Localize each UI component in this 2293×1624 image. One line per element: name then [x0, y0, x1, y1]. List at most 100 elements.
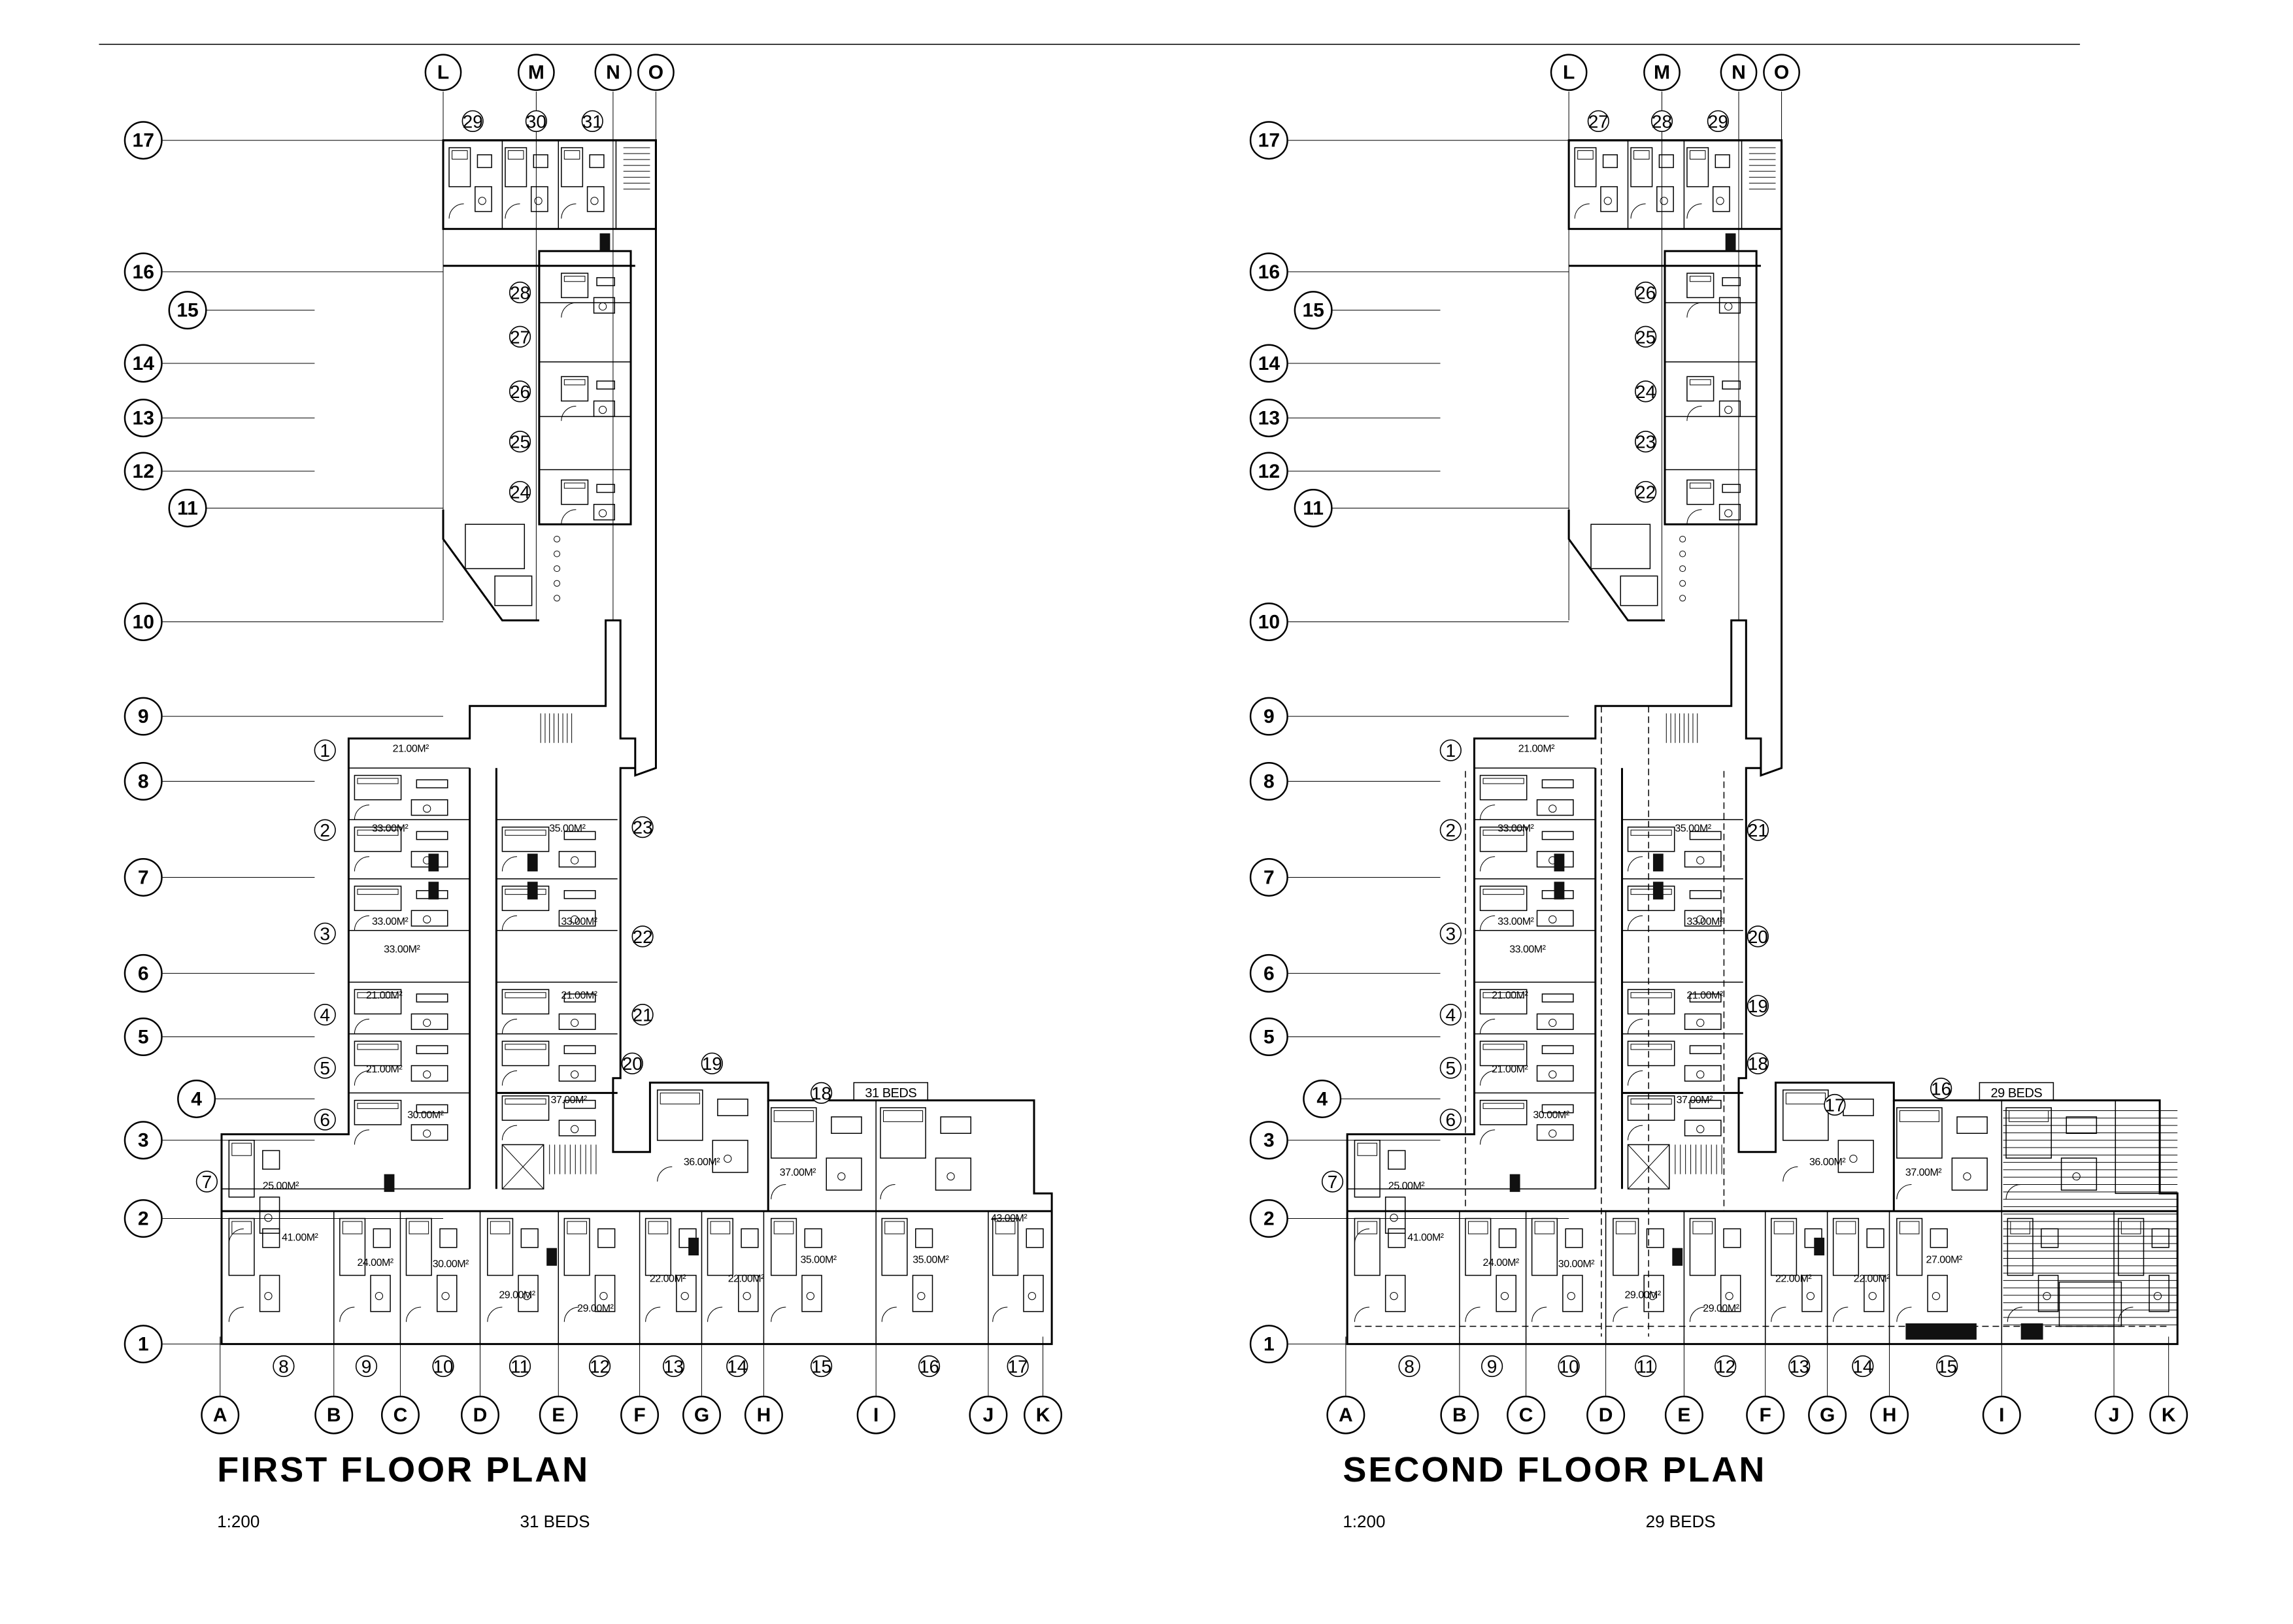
room-number-tag: 27	[509, 325, 531, 348]
bed	[1354, 1139, 1381, 1198]
room-number: 8	[278, 1357, 289, 1377]
desk	[1541, 1045, 1574, 1055]
column-axis-O: O	[637, 54, 675, 91]
bed	[1630, 147, 1653, 188]
door-swing	[561, 203, 577, 219]
room-area-label: 21.00M²	[1492, 990, 1528, 1001]
pillow	[567, 1221, 587, 1235]
desk	[1541, 779, 1574, 789]
north-rooms-strip	[1664, 250, 1758, 525]
wc	[806, 1292, 814, 1301]
pillow	[507, 150, 524, 160]
desk	[1541, 831, 1574, 840]
desk	[1843, 1099, 1874, 1116]
axis-circle	[124, 1018, 163, 1057]
column-axis-E: E	[539, 1395, 578, 1434]
row-axis-16: 16	[124, 252, 163, 291]
pillow	[1689, 150, 1706, 160]
bed	[1479, 1040, 1528, 1067]
room-number: 2	[320, 820, 330, 840]
room-number-circle	[1439, 922, 1462, 944]
room-number-circle	[461, 110, 484, 132]
room-area-label: 33.00M²	[372, 823, 409, 834]
wc	[570, 915, 579, 923]
axis-label: K	[1036, 1404, 1050, 1426]
room-area-label: 22.00M²	[1854, 1274, 1890, 1285]
door-swing	[1689, 1306, 1705, 1322]
room-number-circle	[355, 1355, 378, 1378]
axis-label: K	[2162, 1404, 2176, 1426]
wc	[946, 1172, 955, 1181]
bathroom	[1536, 1124, 1574, 1141]
bed-tag-box	[1979, 1082, 2054, 1101]
staircase	[501, 147, 650, 1190]
row-axis-5: 5	[124, 1018, 163, 1057]
room-number: 31	[582, 111, 603, 131]
chair	[554, 595, 561, 602]
bed	[563, 1218, 590, 1276]
room-furniture	[1354, 147, 2169, 1322]
room-number-circle	[509, 431, 531, 453]
wc	[1724, 302, 1733, 311]
bed	[1686, 479, 1715, 505]
room-number: 20	[622, 1053, 643, 1074]
axis-circle	[124, 344, 163, 383]
axis-circle	[744, 1395, 783, 1434]
room-number-circle	[314, 1004, 336, 1026]
axis-label: 3	[1264, 1130, 1275, 1152]
room-number-tag: 6	[314, 1108, 336, 1131]
lift-shaft	[501, 1144, 544, 1190]
wc	[422, 804, 431, 813]
building-walls	[220, 139, 1053, 1346]
room-number: 10	[433, 1357, 453, 1377]
wc	[1660, 197, 1668, 205]
room-number-circle	[195, 1170, 218, 1193]
pillow	[1773, 1221, 1794, 1235]
desk	[373, 1228, 391, 1248]
axis-circle	[1249, 697, 1288, 736]
axis-circle	[1808, 1395, 1847, 1434]
wardrobe	[599, 233, 611, 252]
axis-circle	[168, 291, 207, 330]
axis-label: 8	[1264, 771, 1275, 793]
desk	[533, 154, 548, 169]
pillow	[357, 1044, 399, 1050]
plan-title: SECOND FLOOR PLAN	[1343, 1450, 1766, 1489]
axis-label: J	[983, 1404, 994, 1426]
room-area-label: 36.00M²	[684, 1157, 720, 1168]
bathroom	[1384, 1274, 1406, 1312]
desk	[741, 1228, 759, 1248]
pillow	[231, 1221, 252, 1235]
door-swing	[1574, 203, 1590, 219]
room-area-label: 24.00M²	[357, 1257, 393, 1268]
wardrobe	[1725, 233, 1736, 252]
room-number-tag: 19	[1747, 995, 1769, 1017]
row-axis-10: 10	[124, 602, 163, 641]
bed	[505, 147, 527, 188]
room-area-label: 41.00M²	[1407, 1232, 1444, 1243]
pillow	[1534, 1221, 1555, 1235]
room-number: 20	[1748, 927, 1768, 947]
bathroom	[410, 1013, 448, 1030]
desk	[589, 154, 605, 169]
bed	[1479, 989, 1528, 1015]
bathroom	[410, 910, 448, 927]
bed	[354, 1040, 402, 1067]
room-area-label: 24.00M²	[1483, 1257, 1520, 1268]
room-number: 23	[1635, 432, 1656, 452]
axis-circle	[969, 1395, 1008, 1434]
bathroom	[912, 1274, 933, 1312]
bed	[1689, 1218, 1716, 1276]
terrace-deck	[1905, 1099, 2178, 1344]
room-number: 24	[1635, 382, 1656, 402]
bed	[501, 826, 550, 852]
wc	[1696, 1070, 1705, 1079]
door-swing	[501, 1125, 518, 1140]
axis-circle	[1024, 1395, 1063, 1434]
bed	[561, 376, 589, 402]
pillow	[773, 1221, 794, 1235]
axis-label: 1	[1264, 1334, 1275, 1355]
bed-tag-text: 29 BEDS	[1991, 1086, 2043, 1101]
door-swing	[992, 1306, 1008, 1322]
column-axis-M: M	[1643, 54, 1681, 91]
